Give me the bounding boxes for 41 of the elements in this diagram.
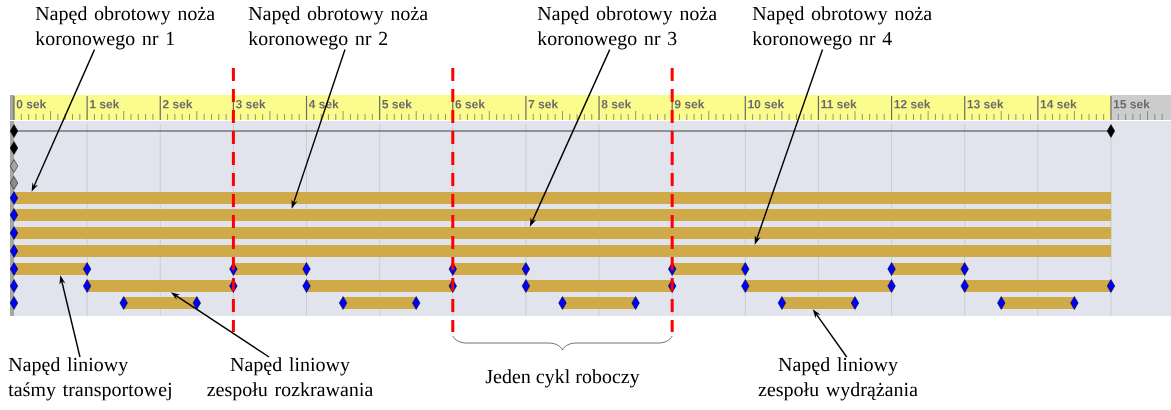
gantt-bar <box>233 263 307 275</box>
callout-text: Napęd obrotowy noża koronowego nr 4 <box>752 6 932 50</box>
gantt-bar <box>526 280 673 292</box>
gantt-bar <box>87 280 234 292</box>
tick-label: 14 sek <box>1040 99 1077 109</box>
gantt-bar <box>672 263 746 275</box>
gantt-bar <box>782 297 856 309</box>
gantt-bar <box>964 280 1112 292</box>
gantt-bar <box>745 280 892 292</box>
tick-label: 13 sek <box>967 99 1004 109</box>
tick-label: 12 sek <box>894 99 931 109</box>
tick-label: 3 sek <box>235 99 266 109</box>
gantt-bar <box>562 297 636 309</box>
callout-text: Napęd obrotowy noża koronowego nr 2 <box>248 6 428 50</box>
gantt-bar <box>14 209 1112 221</box>
gantt-bar <box>14 263 88 275</box>
tick-label: 1 sek <box>90 99 120 109</box>
tick-label: 8 sek <box>601 99 632 109</box>
tick-label: 9 sek <box>674 99 705 109</box>
callout-text: Napęd obrotowy noża koronowego nr 3 <box>537 6 717 50</box>
tick-label: 11 sek <box>821 99 857 109</box>
callout-text: Napęd liniowy zespołu rozkrawania <box>207 357 373 401</box>
tick-label: 0 sek <box>16 99 47 109</box>
gantt-bar <box>1001 297 1075 309</box>
tick-label: 5 sek <box>382 99 412 109</box>
gantt-bar <box>891 263 965 275</box>
tick-label: 15 sek <box>1113 99 1150 109</box>
gantt-bar <box>14 245 1112 257</box>
gantt-bar <box>343 297 417 309</box>
gantt-bar <box>306 280 453 292</box>
gantt-bar <box>14 192 1112 204</box>
callout-text: Napęd liniowy taśmy transportowej <box>8 357 171 401</box>
gantt-bar <box>14 227 1112 239</box>
callout-text: Napęd liniowy zespołu wydrążania <box>758 357 918 401</box>
tick-label: 6 sek <box>455 99 485 109</box>
tick-label: 10 sek <box>748 99 785 109</box>
gantt-bar <box>453 263 527 275</box>
tick-label: 2 sek <box>162 99 193 109</box>
cycle-label: Jeden cykl roboczy <box>485 369 640 388</box>
callout-text: Napęd obrotowy noża koronowego nr 1 <box>35 6 215 50</box>
tick-label: 7 sek <box>528 99 559 109</box>
